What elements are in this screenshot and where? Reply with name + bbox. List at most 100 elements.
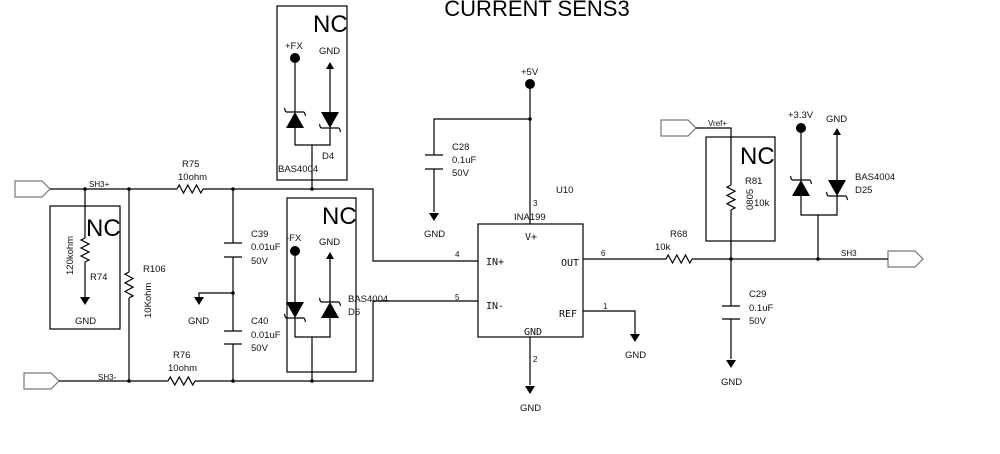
r74-value: 120kohm — [65, 236, 76, 275]
pin-number-3: 3 — [533, 199, 538, 208]
port-icon — [23, 372, 60, 390]
schottky-bar-icon — [319, 297, 341, 307]
wire — [800, 196, 838, 259]
wire — [203, 188, 478, 262]
pin-number-2: 2 — [533, 355, 538, 364]
wire — [294, 318, 331, 381]
power-terminal-icon — [290, 246, 300, 256]
d6-part: BAS4004 — [348, 294, 388, 305]
r76-ref: R76 — [173, 350, 190, 361]
port-icon — [887, 250, 924, 268]
capacitor-icon — [425, 154, 443, 170]
nc-box-r81 — [705, 136, 776, 242]
c39-voltage: 50V — [251, 256, 269, 267]
nc-box-d6 — [286, 197, 357, 373]
wire — [294, 128, 331, 189]
c29-value: 0.1uF — [749, 303, 773, 314]
diode-icon — [792, 180, 810, 196]
r76-value: 10ohm — [168, 363, 197, 374]
net-label-vref: Vref+ — [708, 119, 727, 128]
r74-ref: R74 — [90, 272, 107, 283]
r81-package: 0805 — [745, 189, 756, 210]
gnd-label: GND — [188, 316, 209, 327]
u10-part: INA199 — [514, 212, 546, 223]
r81-ref: R81 — [745, 176, 762, 187]
gnd-label: GND — [319, 46, 340, 57]
c29-ref: C29 — [749, 289, 766, 300]
capacitor-icon — [224, 330, 242, 345]
resistor-icon — [79, 237, 91, 263]
r68-value: 10k — [655, 242, 671, 253]
wire — [195, 300, 478, 382]
power-label-3v3: +3.3V — [788, 110, 814, 121]
diode-icon — [286, 302, 304, 318]
pin-number-1: 1 — [603, 302, 608, 311]
diode-icon — [321, 112, 339, 128]
resistor-icon — [176, 183, 204, 195]
r75-value: 10ohm — [178, 172, 207, 183]
wire — [433, 118, 530, 155]
sheet-title: CURRENT SENS3 — [444, 0, 629, 21]
c40-ref: C40 — [251, 316, 268, 327]
ground-arrow-icon — [726, 360, 736, 368]
net-label-sh3: SH3 — [841, 249, 857, 258]
wire — [198, 292, 233, 297]
nc-label-d6: NC — [322, 203, 357, 230]
schottky-bar-icon — [284, 107, 306, 117]
gnd-label: GND — [625, 350, 646, 361]
d6-ref: D6 — [348, 307, 360, 318]
c40-voltage: 50V — [251, 343, 269, 354]
resistor-icon — [167, 375, 196, 387]
c40-value: 0.01uF — [251, 330, 281, 341]
c28-value: 0.1uF — [452, 155, 476, 166]
u10-pin-ref: REF — [559, 309, 577, 320]
power-label-fx-plus: +FX — [285, 41, 303, 52]
c39-ref: C39 — [251, 229, 268, 240]
r106-ref: R106 — [143, 264, 166, 275]
wire — [696, 127, 732, 185]
nc-label-r74: NC — [86, 215, 121, 242]
power-terminal-icon — [796, 123, 806, 133]
u10-pin-out: OUT — [561, 258, 579, 269]
diode-icon — [321, 302, 339, 318]
resistor-icon — [665, 253, 693, 265]
schottky-bar-icon — [790, 175, 812, 185]
gnd-label: GND — [721, 377, 742, 388]
ground-arrow-up-icon — [326, 252, 334, 259]
gnd-label: GND — [826, 114, 847, 125]
u10-pin-vplus: V+ — [525, 232, 537, 243]
capacitor-icon — [224, 242, 242, 258]
port-icon — [660, 119, 697, 137]
resistor-icon — [725, 184, 737, 211]
net-label-sh3-minus: SH3- — [98, 373, 117, 382]
ground-arrow-icon — [630, 334, 640, 342]
d4-part: BAS4004 — [278, 164, 318, 175]
nc-label-d4: NC — [313, 11, 348, 38]
ground-arrow-icon — [429, 213, 439, 221]
wire — [583, 310, 636, 334]
ground-arrow-up-icon — [326, 62, 334, 69]
r106-value: 10Kohm — [143, 283, 154, 318]
net-label-sh3-plus: SH3+ — [89, 180, 110, 189]
port-icon — [14, 180, 51, 198]
resistor-icon — [123, 271, 135, 299]
pin-number-5: 5 — [455, 293, 460, 302]
ground-arrow-icon — [525, 386, 535, 394]
diode-icon — [828, 180, 846, 196]
nc-label-r81: NC — [740, 143, 775, 170]
gnd-label: GND — [424, 229, 445, 240]
u10-pin-gnd: GND — [524, 327, 542, 338]
c39-value: 0.01uF — [251, 242, 281, 253]
u10-pin-inminus: IN- — [486, 301, 504, 312]
power-label-fx-minus: -FX — [286, 233, 302, 244]
c28-ref: C28 — [452, 142, 469, 153]
ground-arrow-up-icon — [833, 128, 841, 135]
ground-arrow-icon — [80, 297, 90, 305]
diode-icon — [286, 112, 304, 128]
u10-ref: U10 — [556, 185, 573, 196]
d25-part: BAS4004 — [855, 172, 895, 183]
power-label-5v: +5V — [521, 67, 539, 78]
u10-pin-inplus: IN+ — [486, 257, 504, 268]
pin-number-4: 4 — [455, 250, 460, 259]
